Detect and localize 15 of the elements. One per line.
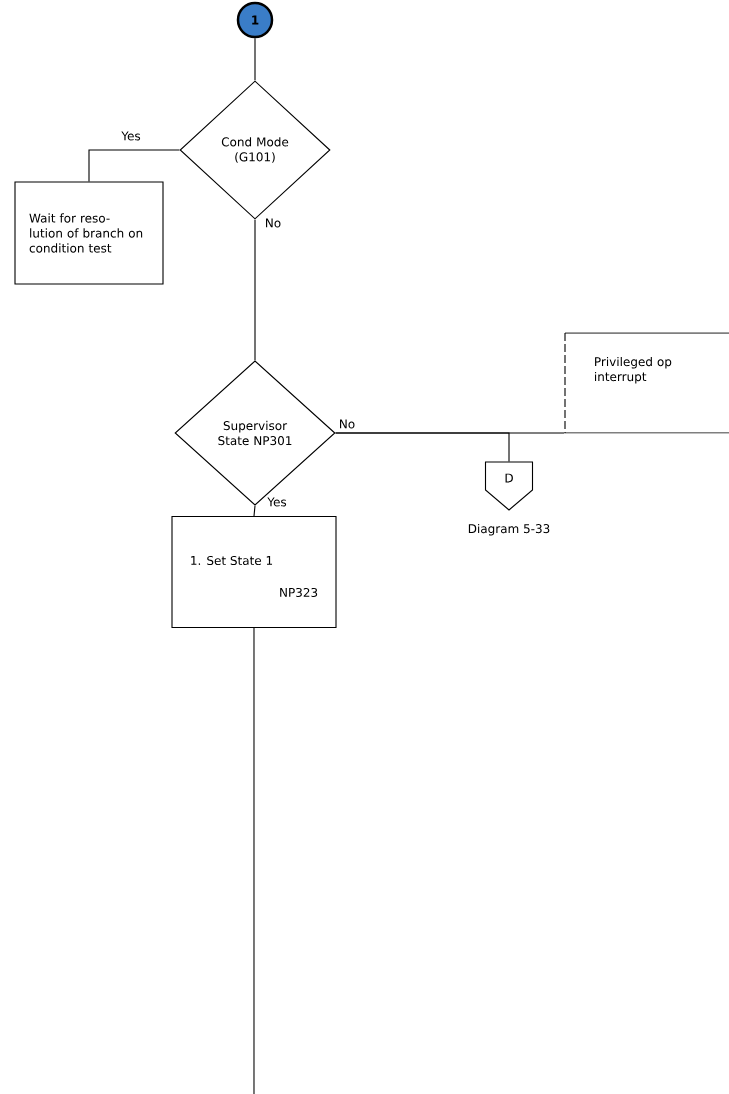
edge-label: No [266, 218, 281, 228]
edge-label: Yes [267, 497, 287, 507]
connector-line [253, 627, 255, 1094]
connector-line [254, 37, 256, 81]
process-box: Wait for reso-lution of branch on condition test [14, 181, 164, 285]
connector-line [88, 149, 180, 182]
offpage-connector: D [484, 461, 534, 511]
process-box: 1. Set State 1 NP323 [171, 515, 337, 629]
edge-label: No [340, 419, 355, 429]
reference-label: Diagram 5-33 [468, 523, 550, 536]
connector-line [253, 505, 256, 517]
edge-label: Yes [121, 131, 141, 141]
connector-line [254, 219, 256, 361]
process-box: Privileged op interrupt [564, 332, 729, 434]
connector-line [335, 432, 510, 462]
